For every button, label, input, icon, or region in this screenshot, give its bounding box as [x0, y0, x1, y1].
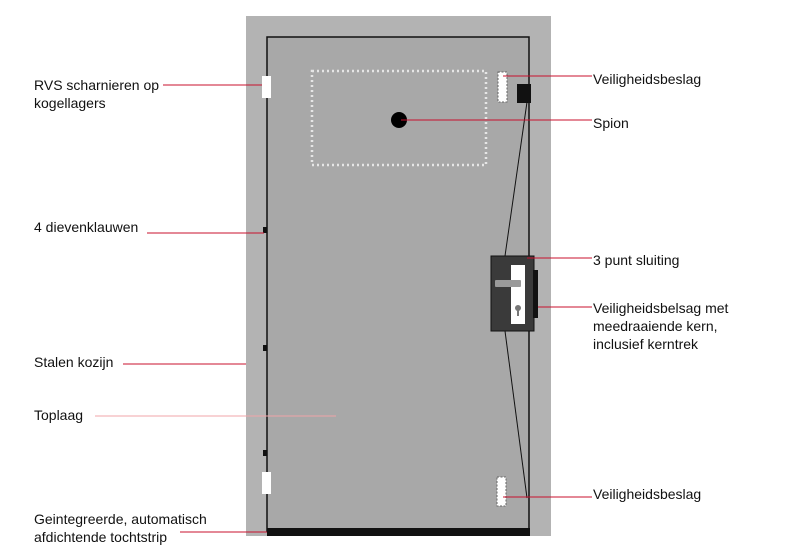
label-hinges: RVS scharnieren op kogellagers	[34, 77, 160, 111]
label-three-point-lock: 3 punt sluiting	[593, 252, 680, 268]
leader-lines	[95, 75, 592, 533]
keyhole-slot	[517, 309, 519, 316]
draught-strip	[267, 528, 530, 536]
label-peephole: Spion	[593, 115, 629, 131]
lock-rod-upper	[504, 101, 528, 257]
label-draught-strip: Geintegreerde, automatisch afdichtende t…	[34, 511, 207, 545]
label-top-layer: Toplaag	[34, 407, 84, 423]
claw-3	[263, 450, 267, 456]
hinge-bottom	[262, 472, 271, 494]
security-fitting-top	[497, 71, 508, 103]
panel-outline	[310, 69, 488, 167]
lock-keep-top	[517, 84, 531, 103]
label-security-top: Veiligheidsbeslag	[593, 71, 702, 87]
door-leaf	[266, 36, 530, 532]
claw-1	[263, 227, 267, 233]
security-fitting-bottom	[496, 476, 507, 507]
claw-2	[263, 345, 267, 351]
label-security-bottom: Veiligheidsbeslag	[593, 486, 702, 502]
label-security-lock: Veiligheidsbelsag met meedraaiende kern,…	[593, 300, 729, 352]
label-claws: 4 dievenklauwen	[34, 219, 139, 235]
lock-strike	[533, 270, 538, 318]
security-fitting-plate	[511, 265, 525, 324]
hinge-top	[262, 76, 271, 98]
label-frame: Stalen kozijn	[34, 354, 114, 370]
lock-rod-lower	[504, 330, 528, 499]
peephole-dot-icon	[391, 112, 407, 128]
keyhole-icon	[515, 305, 521, 311]
door-handle-icon	[495, 280, 521, 287]
